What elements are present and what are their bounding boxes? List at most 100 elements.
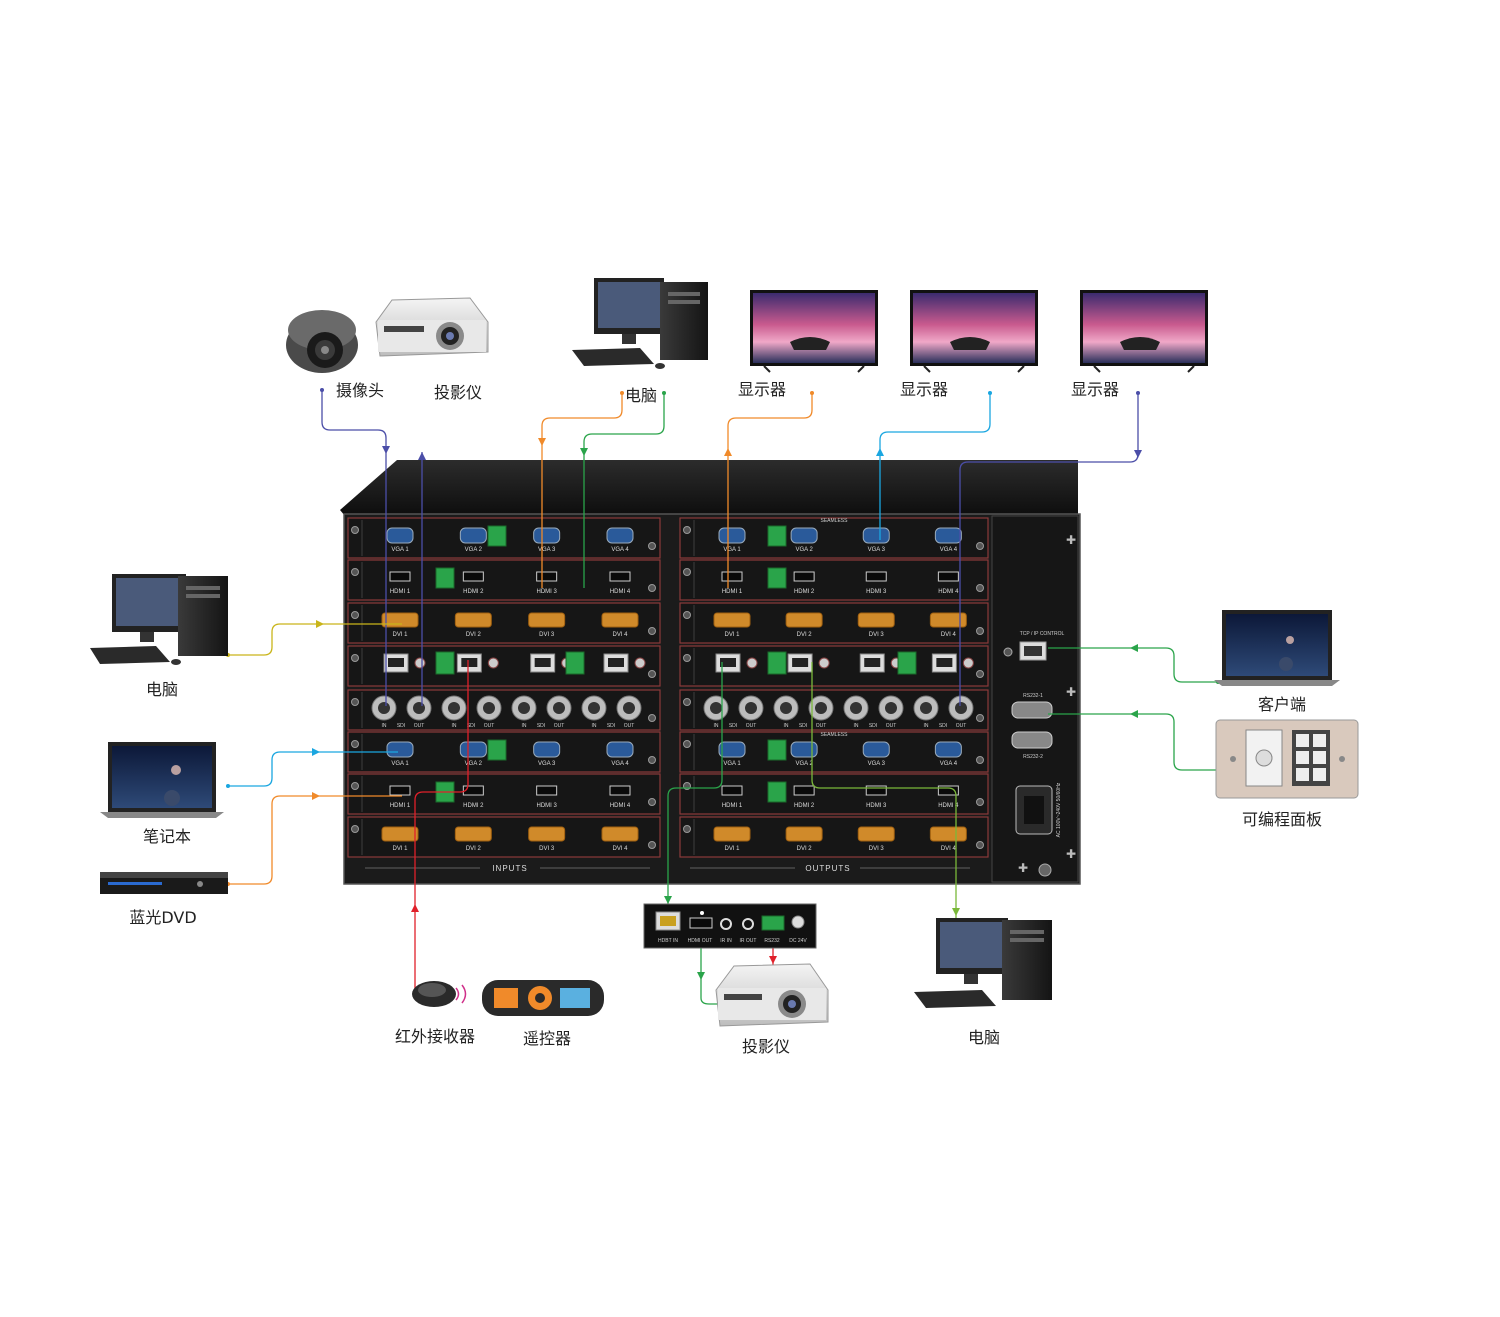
port-label: DVI 3 <box>539 846 555 852</box>
slot-screw <box>648 756 656 764</box>
port-label: HDMI 3 <box>536 803 557 809</box>
stand-left <box>763 365 771 373</box>
rx-port-label: DC 24V <box>789 938 807 944</box>
vga-port <box>386 527 414 544</box>
pc-left-icon <box>90 574 228 665</box>
port-label: HDMI 4 <box>610 589 631 595</box>
projector-top-label: 投影仪 <box>433 383 483 402</box>
slot-screw <box>683 568 691 576</box>
port-label: HDMI 3 <box>866 803 887 809</box>
pc-top-orange-line <box>541 393 623 588</box>
sdi-in-label: IN <box>522 723 527 729</box>
panel-label: 可编程面板 <box>1241 810 1323 829</box>
pc-top-green-line <box>583 393 665 588</box>
dvi-port <box>857 826 895 842</box>
monitor-icon <box>1080 290 1208 373</box>
slot-screw <box>351 698 359 706</box>
stand-left <box>1093 365 1101 373</box>
vga-port <box>790 527 818 544</box>
dvi-port <box>528 612 566 628</box>
slot-screw <box>976 714 984 722</box>
bnc-core <box>448 702 460 714</box>
monitor1-line <box>727 393 813 588</box>
bnc-core <box>623 702 635 714</box>
rs232-1-port[interactable] <box>1011 701 1053 719</box>
bluray-icon <box>100 872 228 894</box>
bnc-core <box>885 702 897 714</box>
terminal-block <box>767 525 787 547</box>
terminal-block <box>487 739 507 761</box>
ir-jack <box>746 657 758 669</box>
power-label: AC 100V~240V 50/60Hz <box>1056 782 1062 837</box>
terminal-block <box>767 739 787 761</box>
monitor-1-label: 显示器 <box>737 380 787 399</box>
sdi-label: SDI <box>467 723 475 729</box>
pc-left-label: 电脑 <box>145 680 179 699</box>
hdmi-port <box>793 571 815 582</box>
port-label: VGA 3 <box>868 547 886 553</box>
camera-label: 摄像头 <box>335 381 385 400</box>
receiver-projector-line <box>700 946 728 1005</box>
port-label: HDMI 2 <box>794 803 815 809</box>
plus-screw: ✚ <box>1066 685 1076 699</box>
rj45-inner <box>864 658 881 667</box>
sdi-in-label: IN <box>452 723 457 729</box>
vga-port <box>386 741 414 758</box>
bluray-label: 蓝光DVD <box>129 908 197 927</box>
control-panel: TCP / IP CONTROL RS232-1 RS232-2 AC 100V… <box>991 515 1079 883</box>
projector-bottom-icon <box>715 963 829 1027</box>
vga-port <box>606 741 634 758</box>
dvi-port <box>929 612 967 628</box>
slot-screw <box>648 670 656 678</box>
slot-screw <box>648 798 656 806</box>
sdi-in-label: IN <box>784 723 789 729</box>
ir-line <box>414 660 469 992</box>
terminal-block <box>767 651 787 675</box>
monitor-icon <box>750 290 878 373</box>
hdmi-port <box>609 571 631 582</box>
port-label: HDMI 3 <box>536 589 557 595</box>
rj45-inner <box>388 658 404 667</box>
slot-screw <box>648 542 656 550</box>
bnc-core <box>518 702 530 714</box>
port-label: HDMI 1 <box>722 803 743 809</box>
bnc-core <box>815 702 827 714</box>
rj45-inner <box>792 658 809 667</box>
terminal-block <box>897 651 917 675</box>
terminal-block <box>767 781 787 803</box>
vga-port <box>533 741 561 758</box>
matrix-top-cover <box>340 460 1078 516</box>
sdi-label: SDI <box>537 723 545 729</box>
port-label: DVI 3 <box>539 632 555 638</box>
port-label: DVI 3 <box>869 632 885 638</box>
rs232-2-port[interactable] <box>1011 731 1053 749</box>
ir-receiver-icon <box>412 981 467 1007</box>
port-label: HDMI 1 <box>390 589 411 595</box>
plus-screw: ✚ <box>1066 847 1076 861</box>
stand-right <box>1187 365 1195 373</box>
monitors <box>750 290 1208 373</box>
slot-frame <box>347 689 661 731</box>
slot-screw <box>351 568 359 576</box>
hdmi-port <box>462 571 484 582</box>
sdi-out-label: OUT <box>956 723 967 729</box>
rx-dc <box>791 915 805 929</box>
slot-screw <box>976 841 984 849</box>
monitor-screen <box>913 293 1035 363</box>
slot-screw <box>351 782 359 790</box>
port-label: VGA 1 <box>391 547 409 553</box>
dvi-port <box>601 612 639 628</box>
ir-jack <box>414 657 426 669</box>
dvi-port <box>713 826 751 842</box>
slot-screw <box>648 714 656 722</box>
bnc-core <box>378 702 390 714</box>
port-label: DVI 2 <box>466 846 482 852</box>
sdi-out-label: OUT <box>816 723 827 729</box>
